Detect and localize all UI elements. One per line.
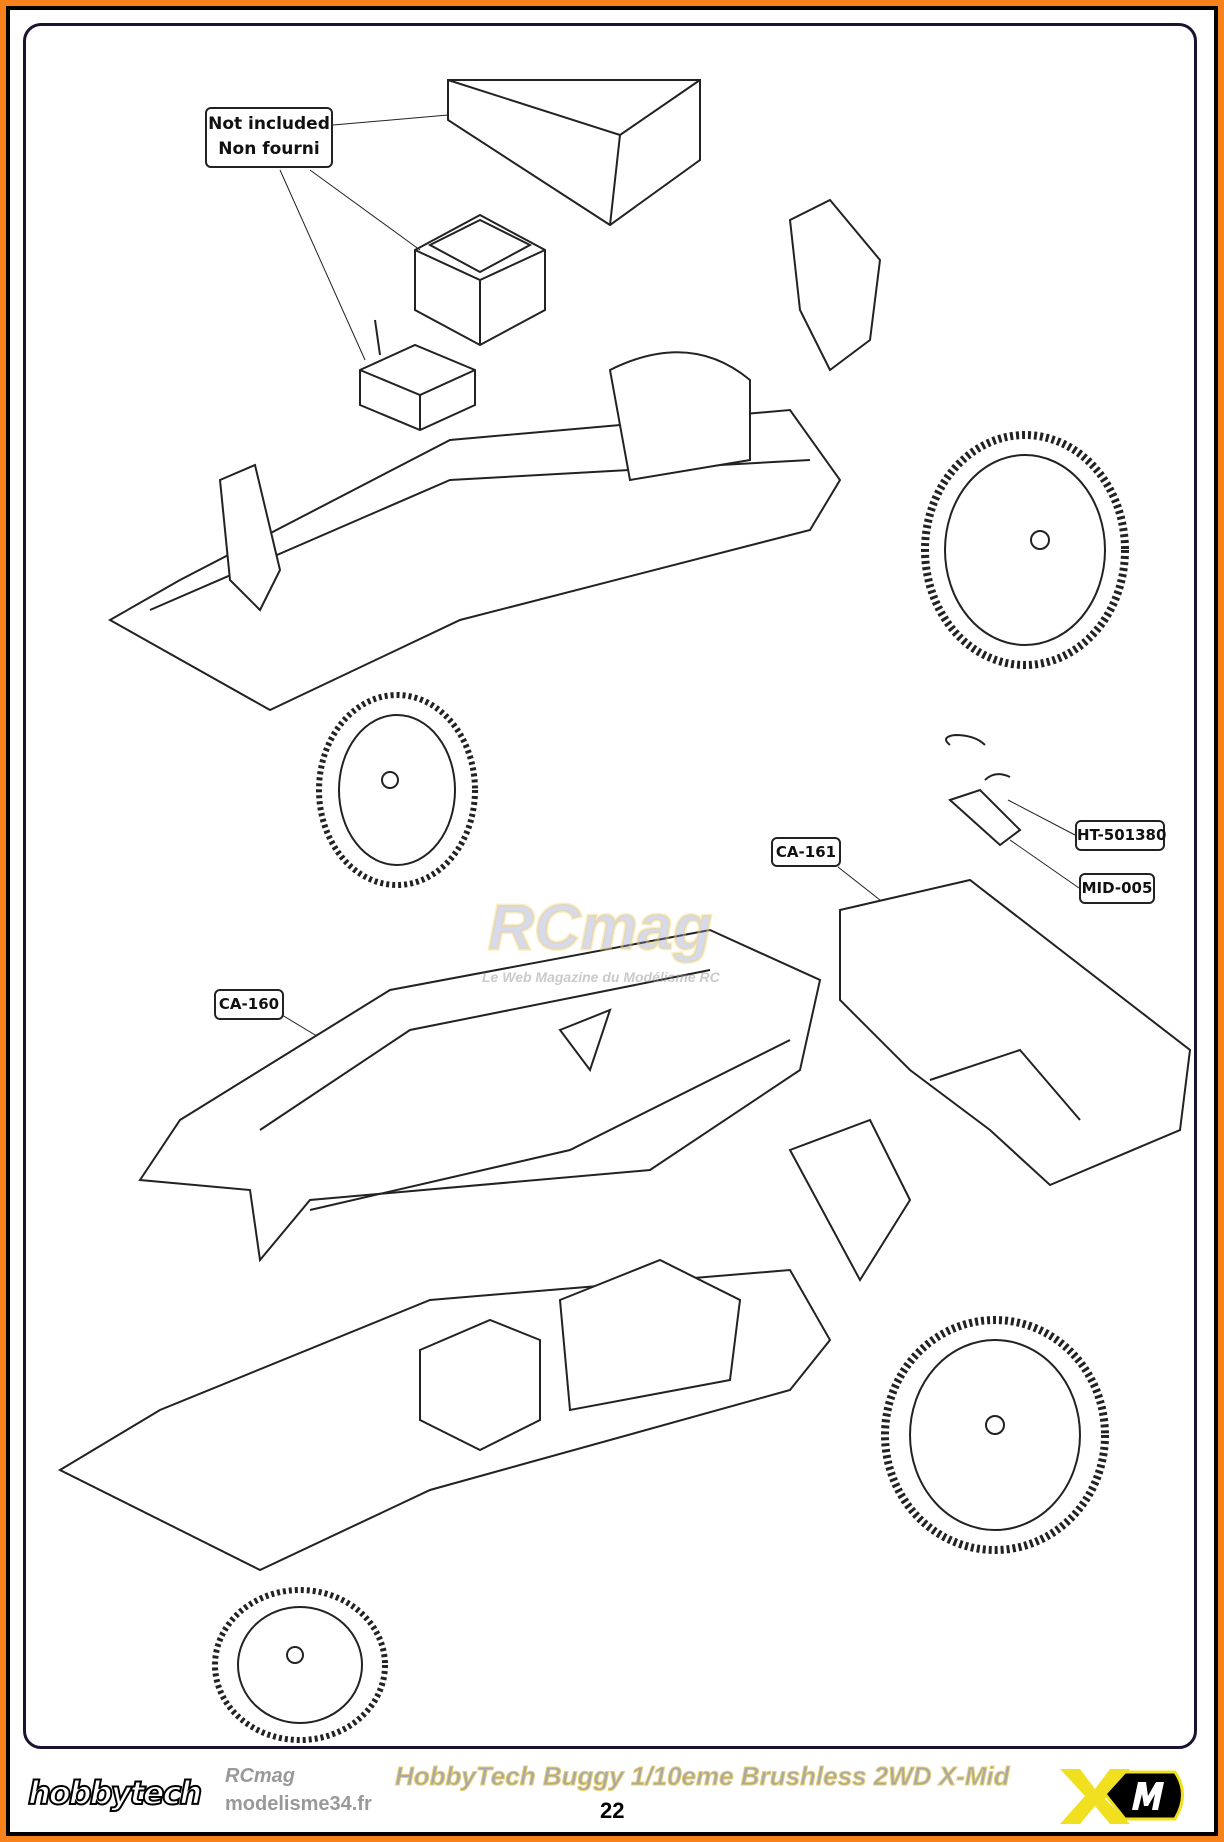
part-label-ca161: CA-161 (771, 837, 841, 867)
rcmag-watermark: RCmag (486, 890, 713, 965)
page-number: 22 (600, 1798, 625, 1823)
wheel-rear-right (921, 431, 1129, 669)
esc-unit (414, 213, 546, 347)
xmid-logo (1060, 1769, 1184, 1824)
not-included-text: Not included (208, 114, 330, 134)
non-fourni-text: Non fourni (218, 139, 320, 159)
footer: hobbytech RCmag modelisme34.fr HobbyTech… (10, 1756, 1214, 1832)
footer-watermark-rcmag: RCmag (225, 1765, 296, 1787)
rear-wing-ca161 (839, 878, 1192, 1187)
wheel-rear-right-2 (881, 1316, 1109, 1554)
wheel-front-left-2 (212, 1587, 388, 1743)
body-clip-ht501380 (945, 733, 1011, 781)
part-label-mid005: MID-005 (1079, 873, 1155, 904)
part-label-ht501380: HT-501380 (1075, 820, 1166, 851)
chassis-top (107, 198, 882, 712)
hobbytech-logo: hobbytech (27, 1773, 203, 1813)
content-frame (23, 23, 1197, 1749)
manual-page: Not included Non fourni HT-501380 MID-00… (10, 10, 1214, 1832)
manual-title: HobbyTech Buggy 1/10eme Brushless 2WD X-… (395, 1761, 1011, 1792)
body-shell-ca160 (138, 928, 822, 1263)
rcmag-watermark-subtitle: Le Web Magazine du Modélisme RC (482, 969, 720, 985)
receiver-unit (359, 319, 476, 432)
part-label-ca160: CA-160 (214, 989, 284, 1020)
assembly-illustration (57, 79, 1192, 1743)
wheel-front-left (316, 692, 478, 888)
battery-pack (447, 79, 701, 227)
chassis-assembled (57, 1118, 912, 1572)
not-included-callout: Not included Non fourni (205, 107, 333, 168)
mount-plate-mid005 (948, 788, 1022, 847)
footer-watermark-site: modelisme34.fr (225, 1793, 372, 1815)
